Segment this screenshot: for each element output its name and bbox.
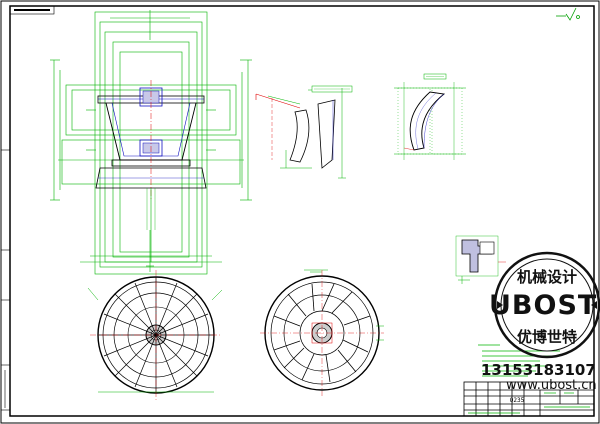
small-section-detail xyxy=(455,235,506,284)
left-margin-strip xyxy=(1,149,10,411)
plan-view-left xyxy=(87,270,223,400)
watermark-phone: 13153183107 xyxy=(481,361,596,379)
inner-frame xyxy=(9,5,595,417)
top-left-stamp xyxy=(9,5,55,15)
watermark-bottom-text: 优博世特 xyxy=(517,328,577,346)
watermark-seal-icon xyxy=(493,251,600,359)
roughness-symbol-icon xyxy=(556,7,580,21)
watermark-top-text: 机械设计 xyxy=(517,268,577,286)
plan-view-right-section xyxy=(260,269,384,396)
title-block xyxy=(463,381,595,417)
watermark-url: www.ubost.cn xyxy=(506,378,597,393)
blade-detail-view xyxy=(255,85,353,179)
material-label: Q235 xyxy=(510,397,525,404)
impeller-section-body xyxy=(95,80,207,262)
blade-development-view xyxy=(394,73,466,160)
watermark-brand: UBOST xyxy=(489,290,598,321)
